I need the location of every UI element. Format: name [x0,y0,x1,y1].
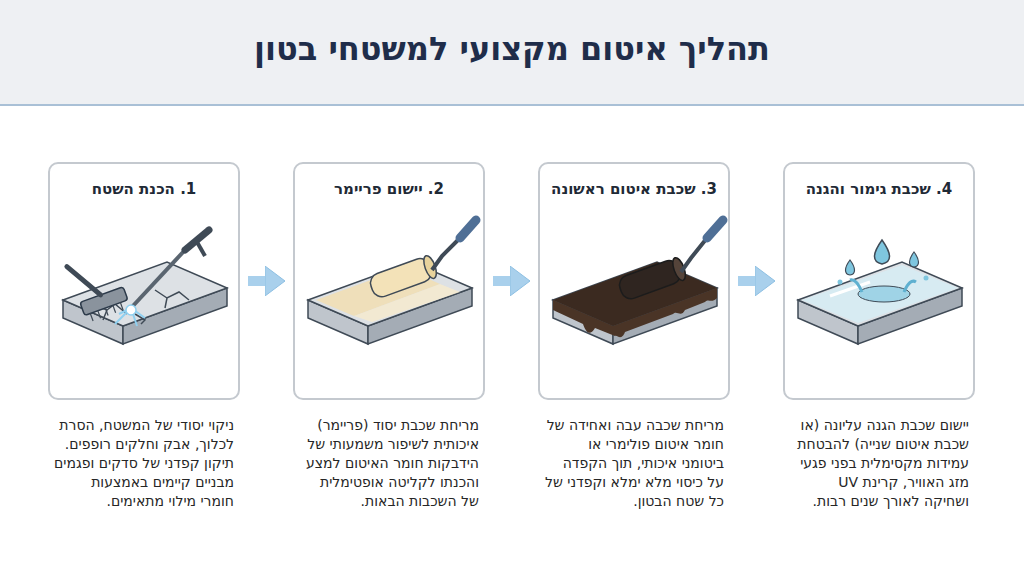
step-description: מריחת שכבת יסוד (פריימר) איכותית לשיפור … [299,416,479,511]
step-heading: 4. שכבת גימור והגנה [785,180,973,198]
step-card: 2. יישום פריימרמריחת שכבת יסוד (פריימר) … [293,162,485,400]
step-card: 4. שכבת גימור והגנהיישום שכבת הגנה עליונ… [783,162,975,400]
flow-arrow [738,276,757,286]
step-description: מריחת שכבה עבה ואחידה של חומר איטום פולי… [544,416,724,511]
step-heading: 3. שכבת איטום ראשונה [540,180,728,198]
surface-prep-illustration [63,230,227,344]
primer-illustration [308,220,476,344]
step-heading: 2. יישום פריימר [295,180,483,198]
step-description: ניקוי יסודי של המשטח, הסרת לכלוך, אבק וח… [54,416,234,511]
step-heading: 1. הכנת השטח [50,180,238,198]
diagram-title: תהליך איטום מקצועי למשטחי בטון [0,30,1024,68]
waterproofing-layer-illustration [553,220,723,344]
step-card: 3. שכבת איטום ראשונהמריחת שכבה עבה ואחיד… [538,162,730,400]
flow-arrow [493,276,512,286]
step-card: 1. הכנת השטחניקוי יסודי של המשטח, הסרת ל… [48,162,240,400]
flow-arrow [248,276,267,286]
protective-layer-illustration [798,240,962,344]
step-description: יישום שכבת הגנה עליונה (או שכבת איטום שנ… [789,416,969,511]
